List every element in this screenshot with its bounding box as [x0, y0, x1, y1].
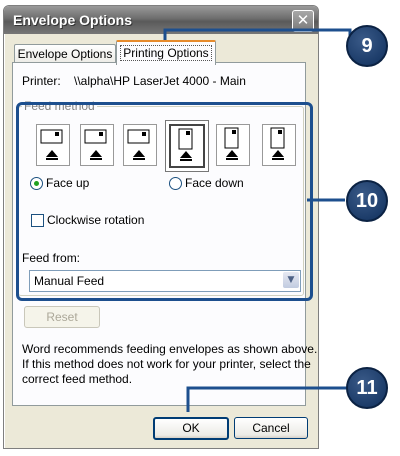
note-line-1: Word recommends feeding envelopes as sho…: [22, 342, 318, 356]
tab-printing-options-label: Printing Options: [120, 45, 212, 61]
title-bar[interactable]: Envelope Options ✕: [4, 6, 318, 34]
face-up-label[interactable]: Face up: [46, 176, 90, 190]
cancel-button[interactable]: Cancel: [234, 417, 308, 439]
envelope-feed-icon: [40, 129, 63, 160]
ok-button[interactable]: OK: [153, 417, 229, 440]
feed-from-select[interactable]: Manual Feed ▼: [29, 270, 301, 292]
envelope-feed-icon: [224, 127, 239, 160]
callout-10-badge: 10: [346, 180, 388, 222]
feed-option-5-button[interactable]: [216, 124, 250, 166]
feed-from-value: Manual Feed: [34, 274, 105, 288]
feed-from-label: Feed from:: [22, 251, 81, 265]
note-line-3: correct feed method.: [22, 372, 133, 386]
callout-10-number: 10: [355, 190, 379, 212]
face-down-label[interactable]: Face down: [185, 176, 244, 190]
reset-button[interactable]: Reset: [24, 306, 100, 328]
chevron-down-icon[interactable]: ▼: [283, 272, 299, 288]
feed-option-1-button[interactable]: [36, 124, 70, 166]
note-line-2: If this method does not work for your pr…: [22, 357, 311, 371]
feed-option-4-button[interactable]: [169, 124, 205, 168]
callout-11-badge: 11: [346, 367, 388, 409]
face-up-radio[interactable]: [30, 177, 43, 190]
printer-label: Printer:: [22, 74, 61, 88]
clockwise-rotation-label[interactable]: Clockwise rotation: [47, 213, 145, 227]
close-button[interactable]: ✕: [292, 10, 314, 32]
window-title: Envelope Options: [13, 12, 133, 28]
ok-button-label: OK: [182, 421, 200, 435]
callout-9-badge: 9: [346, 25, 388, 67]
reset-button-label: Reset: [46, 310, 78, 324]
printing-options-panel: [12, 62, 306, 406]
feed-option-6-button[interactable]: [262, 124, 296, 166]
envelope-feed-icon: [178, 128, 193, 161]
feed-option-3-button[interactable]: [123, 124, 157, 166]
face-down-radio[interactable]: [169, 177, 182, 190]
envelope-feed-icon: [84, 129, 107, 160]
tab-printing-options[interactable]: Printing Options: [116, 40, 216, 65]
callout-11-number: 11: [356, 377, 378, 399]
envelope-feed-icon: [127, 129, 150, 160]
feed-option-2-button[interactable]: [80, 124, 114, 166]
callout-11-line: [186, 386, 350, 412]
tab-envelope-options[interactable]: Envelope Options: [14, 44, 116, 63]
close-icon: ✕: [296, 11, 310, 29]
cancel-button-label: Cancel: [252, 421, 290, 435]
clockwise-rotation-checkbox[interactable]: [31, 214, 44, 227]
tab-envelope-options-label: Envelope Options: [17, 47, 113, 61]
callout-9-number: 9: [361, 35, 373, 57]
envelope-feed-icon: [270, 127, 285, 160]
printer-value: \\alpha\HP LaserJet 4000 - Main: [74, 74, 246, 88]
